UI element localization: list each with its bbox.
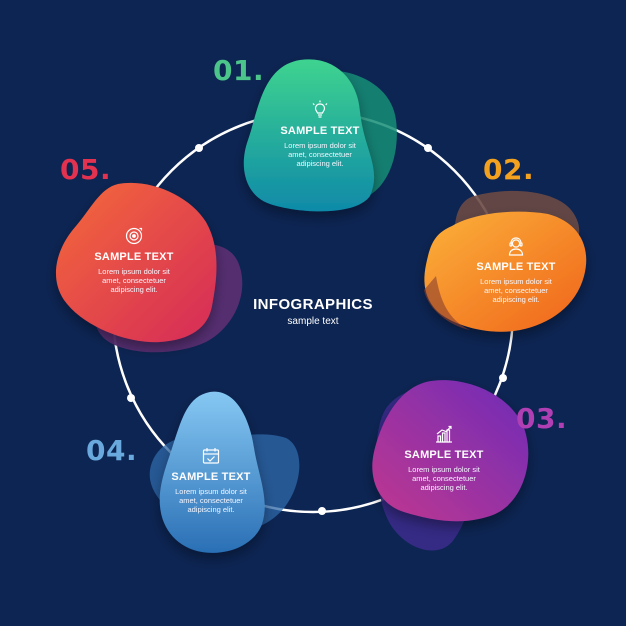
step-03-blob [372, 380, 529, 551]
ring-dot [195, 144, 203, 152]
lightbulb-icon [312, 100, 328, 118]
ring-dot [424, 144, 432, 152]
ring-joint-dots [127, 144, 507, 515]
step-05-card: SAMPLE TEXT Lorem ipsum dolor sit amet, … [64, 226, 204, 294]
step-03-text-line: amet, consectetuer [412, 474, 476, 483]
step-05-title: SAMPLE TEXT [94, 251, 174, 263]
step-04-text-line: Lorem ipsum dolor sit [175, 487, 247, 496]
step-02-title: SAMPLE TEXT [476, 261, 556, 273]
step-05-text-line: amet, consectetuer [102, 276, 166, 285]
step-03-card: SAMPLE TEXT Lorem ipsum dolor sit amet, … [374, 424, 514, 492]
step-01-text-line: amet, consectetuer [288, 150, 352, 159]
step-03-text-line: adipiscing elit. [420, 483, 468, 492]
step-04-text-line: amet, consectetuer [179, 496, 243, 505]
ring-dot [127, 394, 135, 402]
step-02-blob [424, 190, 587, 332]
step-04-number: 04. [86, 434, 138, 467]
step-05-blob [55, 182, 243, 353]
step-01-text-line: adipiscing elit. [296, 159, 344, 168]
step-05-number: 05. [60, 153, 112, 186]
step-04-card: SAMPLE TEXT Lorem ipsum dolor sit amet, … [141, 446, 281, 514]
step-03-text-line: Lorem ipsum dolor sit [408, 465, 480, 474]
calendar-check-icon [202, 448, 220, 464]
step-05-text-line: adipiscing elit. [110, 285, 158, 294]
step-01-card: SAMPLE TEXT Lorem ipsum dolor sit amet, … [250, 100, 390, 168]
step-01-title: SAMPLE TEXT [280, 125, 360, 137]
step-02-number: 02. [483, 153, 535, 186]
step-04-title: SAMPLE TEXT [171, 471, 251, 483]
person-headset-icon [508, 237, 524, 256]
step-02-text-line: adipiscing elit. [492, 295, 540, 304]
step-01-number: 01. [213, 54, 265, 87]
step-02-card: SAMPLE TEXT Lorem ipsum dolor sit amet, … [446, 236, 586, 304]
step-04-blob [149, 391, 300, 553]
ring-dot [499, 374, 507, 382]
center-title: INFOGRAPHICS [253, 296, 373, 313]
step-02-text-line: amet, consectetuer [484, 286, 548, 295]
step-02-text-line: Lorem ipsum dolor sit [480, 277, 552, 286]
target-cycle-icon [125, 227, 143, 245]
center-subtitle: sample text [287, 316, 339, 327]
step-05-text-line: Lorem ipsum dolor sit [98, 267, 170, 276]
step-04-text-line: adipiscing elit. [187, 505, 235, 514]
step-01-blob [243, 59, 397, 212]
step-01-text-line: Lorem ipsum dolor sit [284, 141, 356, 150]
step-03-number: 03. [516, 402, 568, 435]
bar-chart-growth-icon [436, 425, 452, 443]
step-03-title: SAMPLE TEXT [404, 449, 484, 461]
ring-dot [318, 507, 326, 515]
